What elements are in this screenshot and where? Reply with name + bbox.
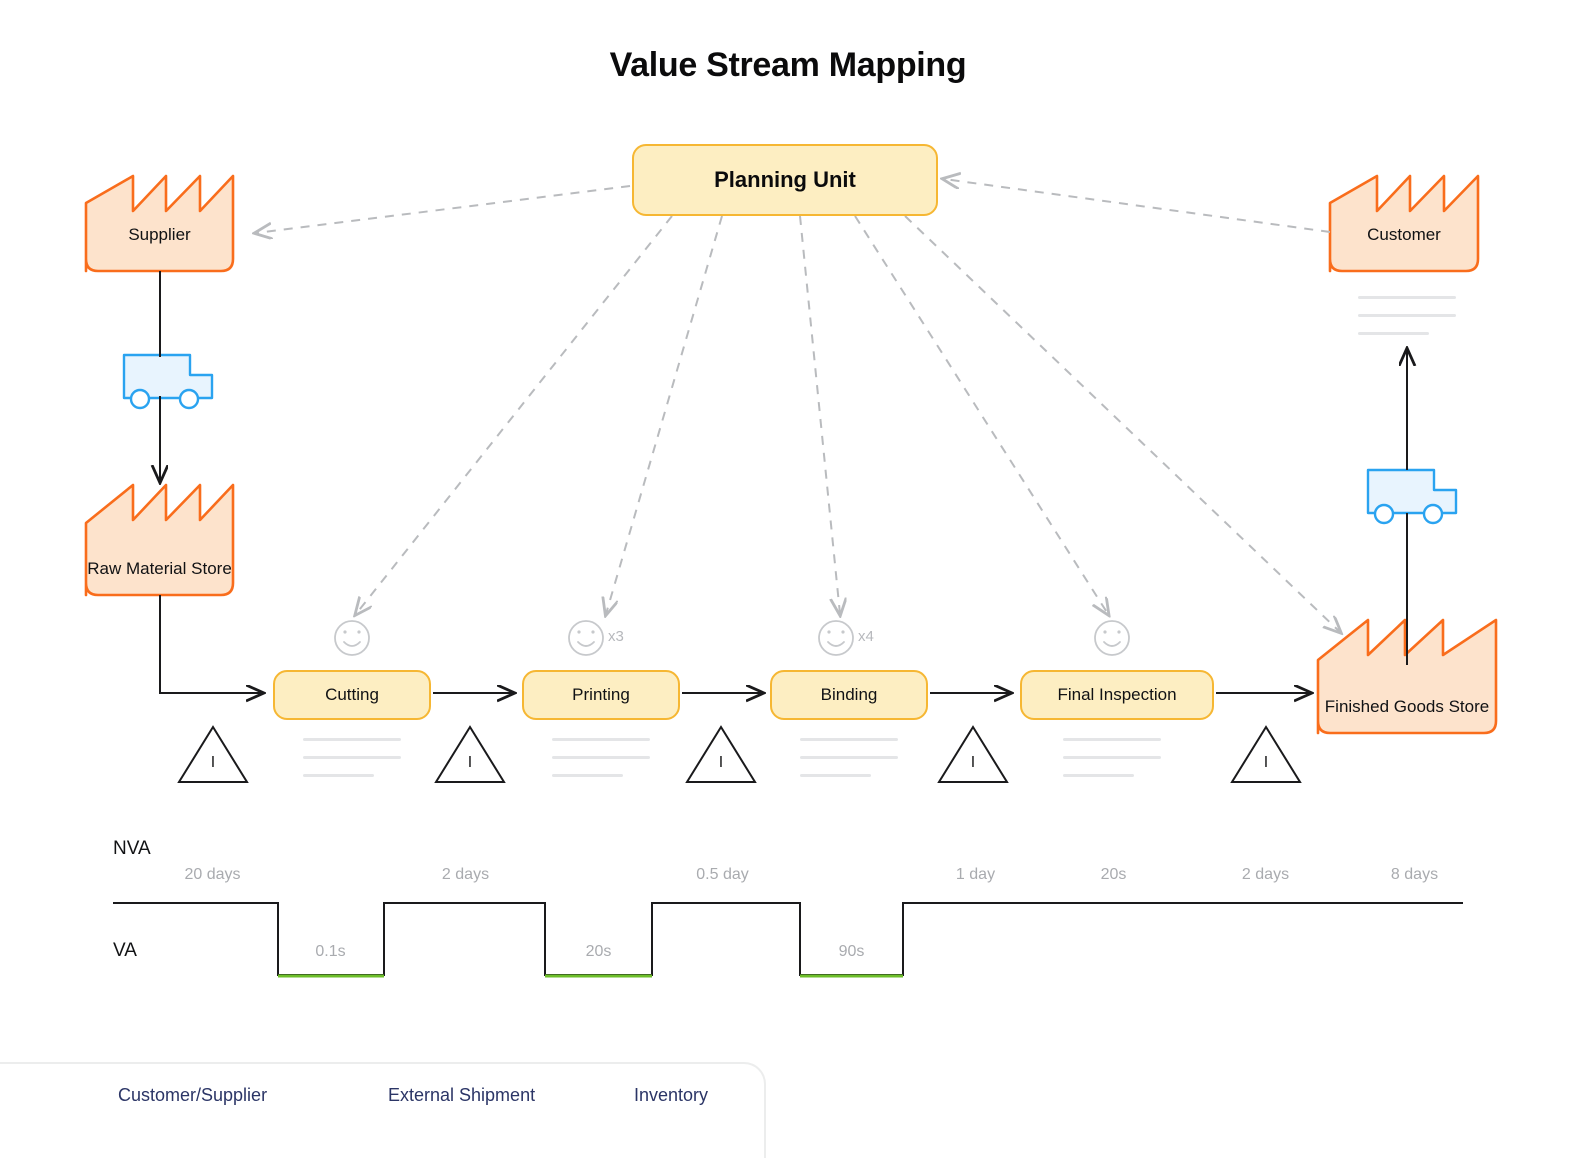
info-flow-planning-to-printing — [606, 215, 723, 614]
triangle-inventory-icon-1 — [177, 725, 249, 783]
page-title: Value Stream Mapping — [609, 46, 967, 84]
operator-count-printing-label: x3 — [608, 628, 624, 645]
data-lines-customer — [1358, 296, 1456, 350]
data-lines-binding — [800, 738, 898, 792]
node-customer-label: Customer — [1367, 225, 1441, 245]
info-flow-planning-to-inspection — [854, 215, 1108, 614]
timeline-va-value-1: 0.1s — [315, 943, 346, 960]
info-flow-planning-to-finished-store — [904, 215, 1340, 632]
planning-unit-box[interactable]: Planning Unit — [632, 144, 938, 216]
timeline-nva-value-3: 0.5 day — [696, 866, 749, 883]
operator-smiley-icon-cutting — [334, 620, 370, 656]
inventory-1[interactable]: I — [179, 727, 247, 782]
timeline-ladder — [113, 902, 1463, 978]
inventory-4-label: I — [970, 754, 976, 771]
node-finished-goods-store[interactable]: Finished Goods Store — [1318, 620, 1496, 733]
process-label-printing: Printing — [572, 685, 630, 704]
legend-item-customer-supplier[interactable]: Customer/Supplier — [118, 1085, 267, 1106]
triangle-inventory-icon-3 — [685, 725, 757, 783]
node-supplier[interactable]: Supplier — [86, 176, 233, 271]
timeline-nva-value-4: 1 day — [955, 866, 996, 883]
factory-icon-finished-goods-store — [1316, 618, 1498, 735]
data-lines-printing — [552, 738, 650, 792]
factory-icon-supplier — [84, 174, 235, 273]
process-box-final-inspection[interactable]: Final Inspection — [1020, 670, 1214, 720]
data-lines-final-inspection — [1063, 738, 1161, 792]
inventory-3-label: I — [718, 754, 724, 771]
timeline-nva-axis-label: NVA — [113, 838, 151, 859]
inventory-1-label: I — [210, 754, 216, 771]
process-box-cutting[interactable]: Cutting — [273, 670, 431, 720]
flow-raw-store-to-cutting — [159, 595, 262, 693]
timeline-nva-value-1: 20 days — [184, 866, 241, 883]
truck-icon-inbound — [122, 353, 214, 410]
factory-icon-raw-material-store — [84, 483, 235, 597]
timeline-nva-value-6: 2 days — [1241, 866, 1290, 883]
operator-count-printing: x3 — [605, 628, 624, 645]
timeline-nva-value-2: 2 days — [441, 866, 490, 883]
triangle-inventory-icon-2 — [434, 725, 506, 783]
factory-icon-customer — [1328, 174, 1480, 273]
legend-item-customer-supplier-label: Customer/Supplier — [118, 1085, 268, 1105]
inventory-4[interactable]: I — [939, 727, 1007, 782]
triangle-inventory-icon-5 — [1230, 725, 1302, 783]
info-flow-planning-to-cutting — [356, 215, 673, 614]
planning-unit-label: Planning Unit — [714, 167, 856, 192]
truck-icon-outbound — [1366, 468, 1458, 525]
operator-smiley-icon-binding — [818, 620, 854, 656]
process-box-binding[interactable]: Binding — [770, 670, 928, 720]
data-lines-cutting — [303, 738, 401, 792]
info-flow-customer-to-planning — [944, 179, 1331, 233]
timeline-nva-value-5: 20s — [1100, 866, 1127, 883]
triangle-inventory-icon-4 — [937, 725, 1009, 783]
operator-smiley-icon-printing — [568, 620, 604, 656]
inventory-5[interactable]: I — [1232, 727, 1300, 782]
operator-count-binding: x4 — [855, 628, 874, 645]
process-label-cutting: Cutting — [325, 685, 379, 704]
legend-item-inventory[interactable]: Inventory — [634, 1085, 708, 1106]
node-raw-material-store-label: Raw Material Store — [87, 559, 232, 579]
legend-item-external-shipment[interactable]: External Shipment — [388, 1085, 535, 1106]
inventory-3[interactable]: I — [687, 727, 755, 782]
node-supplier-label: Supplier — [128, 225, 191, 245]
legend-item-inventory-label: Inventory — [634, 1085, 709, 1105]
node-finished-goods-store-label: Finished Goods Store — [1324, 697, 1490, 717]
process-label-final-inspection: Final Inspection — [1057, 685, 1177, 704]
info-flow-planning-to-binding — [799, 215, 840, 614]
inventory-2[interactable]: I — [436, 727, 504, 782]
process-label-binding: Binding — [820, 685, 878, 704]
node-customer[interactable]: Customer — [1330, 176, 1478, 271]
timeline-va-value-2: 20s — [585, 943, 612, 960]
process-box-printing[interactable]: Printing — [522, 670, 680, 720]
timeline-va-axis-label: VA — [113, 940, 137, 961]
node-raw-material-store[interactable]: Raw Material Store — [86, 485, 233, 595]
operator-count-binding-label: x4 — [858, 628, 874, 645]
timeline-va-value-3: 90s — [838, 943, 865, 960]
inventory-2-label: I — [467, 754, 473, 771]
legend-item-external-shipment-label: External Shipment — [388, 1085, 536, 1105]
legend-panel — [0, 1062, 766, 1158]
inventory-5-label: I — [1263, 754, 1269, 771]
info-flow-planning-to-supplier — [256, 185, 631, 233]
timeline-nva-value-7: 8 days — [1390, 866, 1439, 883]
operator-smiley-icon-final-inspection — [1094, 620, 1130, 656]
